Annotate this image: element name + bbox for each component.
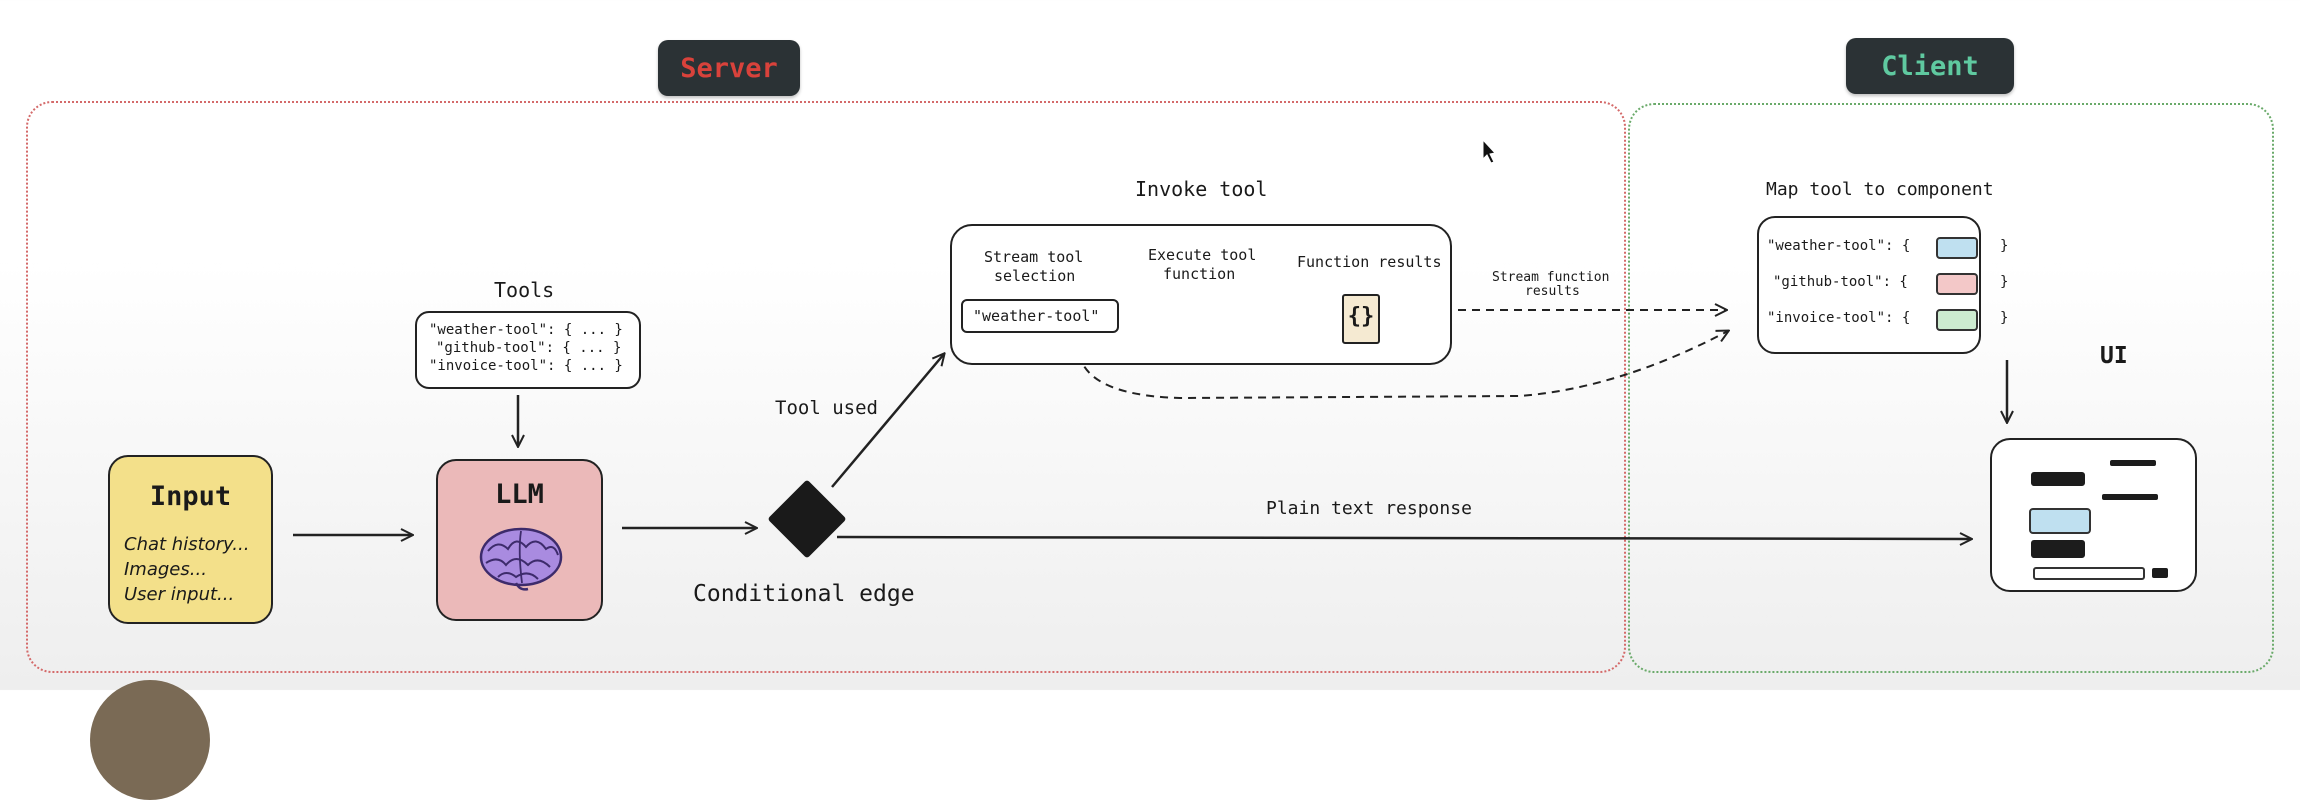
stream-function-label: results <box>1525 284 1580 299</box>
tool-used-label: Tool used <box>775 397 878 419</box>
llm-title: LLM <box>495 479 544 510</box>
client-badge: Client <box>1846 38 2014 94</box>
arrow-edge-to-invoke <box>831 354 944 488</box>
plain-text-label: Plain text response <box>1266 498 1472 519</box>
map-row-swatch <box>1936 309 1978 331</box>
input-line: User input... <box>124 584 235 605</box>
ui-input-bar <box>2033 567 2145 580</box>
stream-selection-label: Stream tool <box>984 248 1084 266</box>
map-row-swatch <box>1936 273 1978 295</box>
client-zone <box>1628 103 2274 673</box>
conditional-edge-label: Conditional edge <box>693 581 915 607</box>
invoke-tool-box: Stream tool selection Execute tool funct… <box>950 224 1452 365</box>
cursor-icon <box>1482 138 1496 164</box>
arrow-plain-text-to-ui <box>836 537 1971 539</box>
map-row-name: "weather-tool": { <box>1767 238 1911 254</box>
ui-box <box>1990 438 2197 592</box>
tools-line: "invoice-tool": { ... } <box>429 358 623 374</box>
input-line: Chat history... <box>124 534 250 555</box>
map-title: Map tool to component <box>1766 179 1994 200</box>
selected-tool-chip: "weather-tool" <box>961 299 1119 333</box>
invoke-tool-title: Invoke tool <box>1135 177 1268 201</box>
tools-title: Tools <box>494 278 555 302</box>
map-row-close: } <box>2000 238 2009 254</box>
input-box: Input Chat history... Images... User inp… <box>108 455 273 624</box>
stream-selection-label: selection <box>994 267 1076 285</box>
map-row-close: } <box>2000 274 2009 290</box>
map-row-close: } <box>2000 310 2009 326</box>
function-results-label: Function results <box>1297 253 1442 271</box>
server-badge: Server <box>658 40 800 96</box>
ui-block <box>2031 540 2085 558</box>
ui-line <box>2102 494 2158 500</box>
map-row-name: "github-tool": { <box>1773 274 1908 290</box>
client-badge-label: Client <box>1881 50 1979 82</box>
input-line: Images... <box>124 559 207 580</box>
brain-icon <box>479 527 563 591</box>
tools-line: "weather-tool": { ... } <box>429 322 623 338</box>
ui-block <box>2031 472 2085 486</box>
server-badge-label: Server <box>680 52 778 84</box>
map-row-swatch <box>1936 237 1978 259</box>
ui-send-button <box>2152 568 2168 578</box>
server-zone <box>26 101 1626 673</box>
input-title: Input <box>149 481 232 512</box>
llm-box: LLM <box>436 459 603 621</box>
ui-swatch <box>2029 508 2091 534</box>
conditional-edge-diamond <box>768 480 846 558</box>
tools-box: "weather-tool": { ... } "github-tool": {… <box>415 311 641 389</box>
presenter-avatar <box>90 680 210 800</box>
function-results-braces: {} <box>1342 294 1380 344</box>
execute-function-label: Execute tool <box>1148 246 1257 264</box>
tools-line: "github-tool": { ... } <box>436 340 622 356</box>
execute-function-label: function <box>1163 265 1236 283</box>
stream-function-label: Stream function <box>1492 270 1610 285</box>
braces-text: {} <box>1347 304 1375 329</box>
map-box: "weather-tool": { } "github-tool": { } "… <box>1757 216 2008 354</box>
map-row-name: "invoice-tool": { <box>1767 310 1911 326</box>
selected-tool-text: "weather-tool" <box>973 307 1100 325</box>
ui-line <box>2110 460 2156 466</box>
ui-label: UI <box>2100 343 2128 369</box>
dashed-arrow-selection-to-map <box>1076 331 1728 400</box>
